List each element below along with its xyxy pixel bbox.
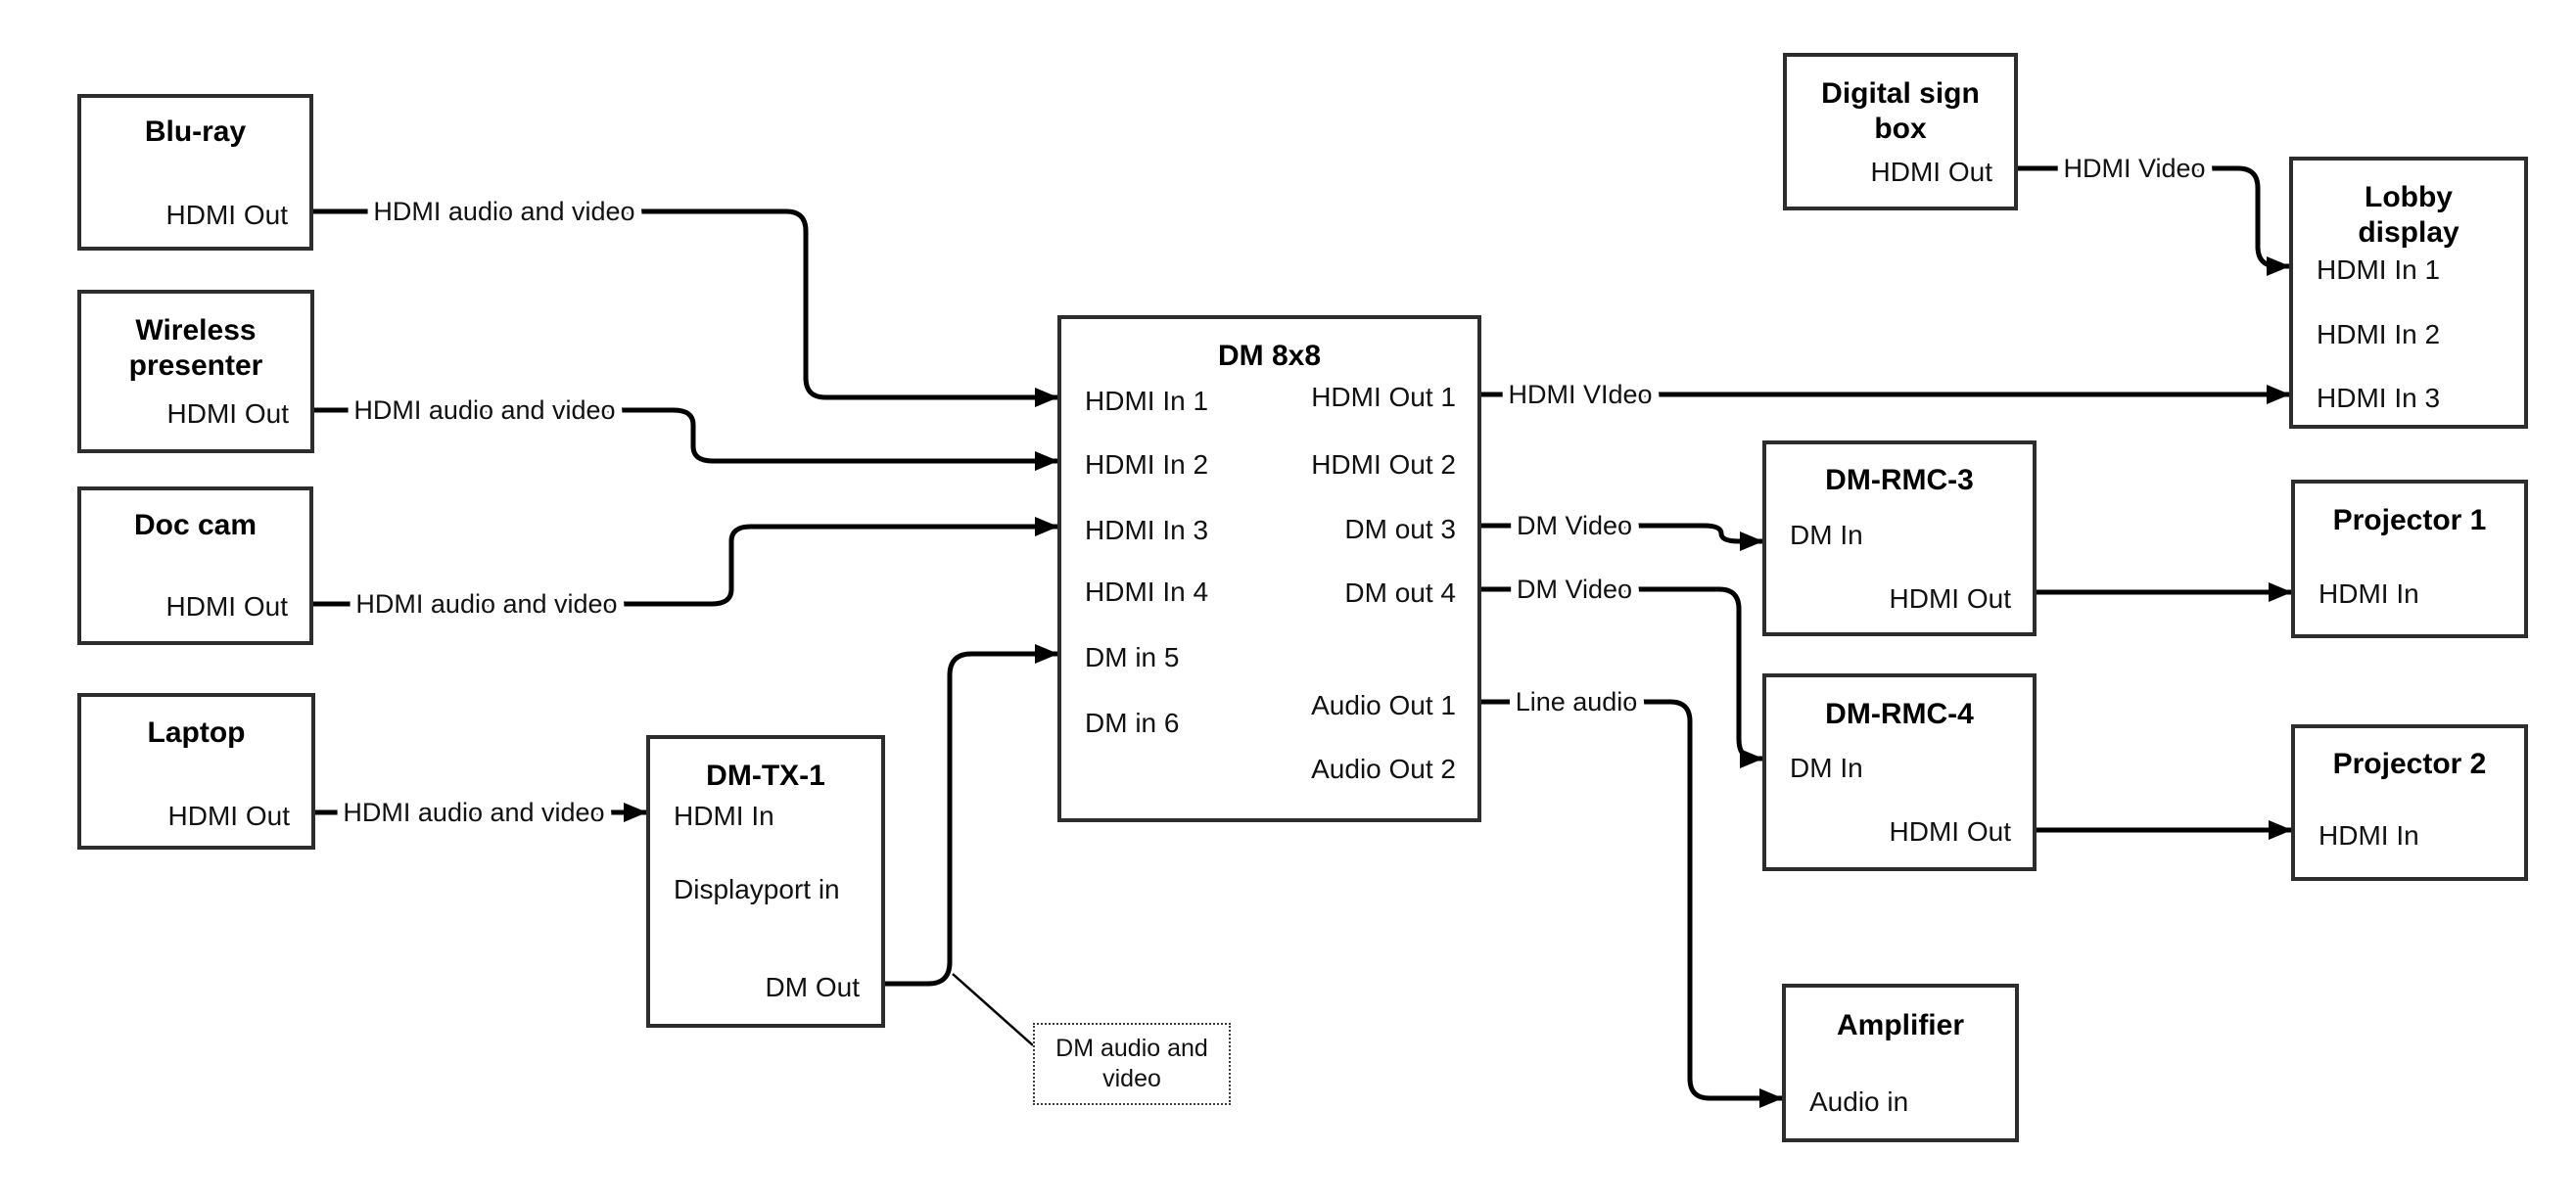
wire-doccam-to-dm8x8-in3 — [313, 517, 1058, 607]
node-dm-rmc-3: DM-RMC-3 DM In HDMI Out — [1762, 440, 2037, 636]
port-dm-8x8-dm-in-5: DM in 5 — [1085, 642, 1180, 672]
wire-digitalsign-to-lobby-in1 — [2018, 165, 2290, 276]
node-title-dm-rmc-3: DM-RMC-3 — [1766, 463, 2033, 498]
node-title-line: Doc cam — [133, 509, 258, 541]
callout-line: DM audio and — [1055, 1035, 1208, 1062]
node-title-line: DM-TX-1 — [706, 760, 825, 792]
wire-dmtx1-dmout-to-dm8x8-in5 — [885, 644, 1058, 987]
node-projector-1: Projector 1 HDMI In — [2291, 480, 2528, 638]
wire-label-wireless-to-dm8x8-in2: HDMI audio and video — [353, 395, 615, 425]
node-title-projector-2: Projector 2 — [2295, 747, 2524, 782]
node-dm-rmc-4: DM-RMC-4 DM In HDMI Out — [1762, 673, 2037, 871]
port-dm-tx-1-hdmi-in: HDMI In — [674, 801, 774, 831]
node-title-dm-8x8: DM 8x8 — [1061, 339, 1477, 374]
port-dm-8x8-hdmi-out-2: HDMI Out 2 — [1311, 449, 1456, 480]
wire-label-dm8x8-out3-to-dmrmc3: DM Video — [1517, 511, 1632, 540]
port-dm-8x8-hdmi-out-1: HDMI Out 1 — [1311, 382, 1456, 412]
wire-dm8x8-out4-to-dmrmc4 — [1481, 586, 1763, 768]
node-title-line: DM 8x8 — [1217, 340, 1322, 372]
node-title-dm-tx-1: DM-TX-1 — [650, 759, 881, 794]
port-dm-8x8-dm-out-4: DM out 4 — [1344, 577, 1456, 608]
wire-label-dm8x8-audio1-to-amplifier: Line audio — [1516, 687, 1638, 716]
node-title-line: Wireless — [135, 314, 257, 346]
node-title-line: Projector 1 — [2332, 504, 2487, 536]
port-dm-8x8-dm-in-6: DM in 6 — [1085, 708, 1180, 738]
port-laptop-hdmi-out: HDMI Out — [167, 801, 290, 831]
node-projector-2: Projector 2 HDMI In — [2291, 724, 2528, 881]
node-title-laptop: Laptop — [81, 716, 311, 751]
port-dm-rmc-4-dm-in: DM In — [1790, 753, 1863, 783]
wire-label-dm8x8-out4-to-dmrmc4: DM Video — [1517, 575, 1632, 604]
wire-label-bluray-to-dm8x8-in1: HDMI audio and video — [373, 197, 634, 226]
port-dm-8x8-hdmi-in-3: HDMI In 3 — [1085, 515, 1209, 545]
node-title-projector-1: Projector 1 — [2295, 503, 2524, 538]
wire-bluray-to-dm8x8-in1 — [313, 208, 1058, 407]
port-dm-8x8-hdmi-in-2: HDMI In 2 — [1085, 449, 1209, 480]
callout-leader-line — [952, 973, 1034, 1046]
port-dm-rmc-4-hdmi-out: HDMI Out — [1889, 816, 2011, 847]
wire-label-dm8x8-out1-to-lobby-in3: HDMI VIdeo — [1508, 380, 1652, 409]
port-projector-2-hdmi-in: HDMI In — [2318, 820, 2419, 851]
port-dm-rmc-3-hdmi-out: HDMI Out — [1889, 583, 2011, 614]
port-wireless-presenter-hdmi-out: HDMI Out — [166, 398, 289, 429]
port-dm-8x8-audio-out-2: Audio Out 2 — [1311, 754, 1456, 784]
port-doc-cam-hdmi-out: HDMI Out — [165, 591, 288, 622]
node-title-line: Projector 2 — [2332, 748, 2487, 780]
port-projector-1-hdmi-in: HDMI In — [2318, 578, 2419, 609]
node-title-amplifier: Amplifier — [1786, 1008, 2015, 1043]
node-title-line: box — [1874, 113, 1927, 145]
port-digital-sign-box-hdmi-out: HDMI Out — [1870, 157, 1992, 187]
port-bluray-hdmi-out: HDMI Out — [165, 200, 288, 230]
node-title-line: Digital sign — [1821, 77, 1980, 110]
node-title-line: display — [2358, 216, 2459, 249]
wire-label-laptop-to-dmtx1-hdmi-in: HDMI audio and video — [343, 798, 604, 827]
node-title-line: Lobby — [2365, 181, 2453, 213]
port-dm-8x8-dm-out-3: DM out 3 — [1344, 514, 1456, 544]
node-title-line: Amplifier — [1836, 1009, 1965, 1041]
callout-dm-audio-and-video: DM audio and video — [1033, 1023, 1231, 1105]
node-title-line: DM-RMC-4 — [1825, 698, 1974, 730]
node-title-doc-cam: Doc cam — [81, 508, 309, 543]
wire-dm8x8-out3-to-dmrmc3 — [1481, 523, 1763, 551]
node-title-line: DM-RMC-3 — [1825, 464, 1974, 496]
port-lobby-display-hdmi-in-1: HDMI In 1 — [2317, 254, 2441, 285]
wire-label-digitalsign-to-lobby-in1: HDMI Video — [2063, 154, 2205, 183]
port-dm-rmc-3-dm-in: DM In — [1790, 520, 1863, 550]
port-lobby-display-hdmi-in-3: HDMI In 3 — [2317, 383, 2441, 413]
port-dm-tx-1-dm-out: DM Out — [765, 972, 860, 1002]
node-title-dm-rmc-4: DM-RMC-4 — [1766, 697, 2033, 732]
port-dm-tx-1-displayport-in: Displayport in — [674, 874, 840, 904]
node-title-line: Blu-ray — [144, 115, 247, 148]
node-title-line: Laptop — [147, 716, 246, 749]
wire-dm8x8-audio1-to-amplifier — [1481, 699, 1783, 1108]
wire-label-doccam-to-dm8x8-in3: HDMI audio and video — [355, 589, 617, 619]
node-title-line: presenter — [128, 349, 263, 382]
callout-line: video — [1102, 1065, 1161, 1092]
port-dm-8x8-hdmi-in-4: HDMI In 4 — [1085, 577, 1209, 607]
port-dm-8x8-audio-out-1: Audio Out 1 — [1311, 690, 1456, 720]
port-dm-8x8-hdmi-in-1: HDMI In 1 — [1085, 386, 1209, 416]
port-lobby-display-hdmi-in-2: HDMI In 2 — [2317, 319, 2441, 349]
port-amplifier-audio-in: Audio in — [1809, 1086, 1909, 1117]
node-title-bluray: Blu-ray — [81, 115, 309, 150]
wire-wireless-to-dm8x8-in2 — [314, 407, 1058, 471]
